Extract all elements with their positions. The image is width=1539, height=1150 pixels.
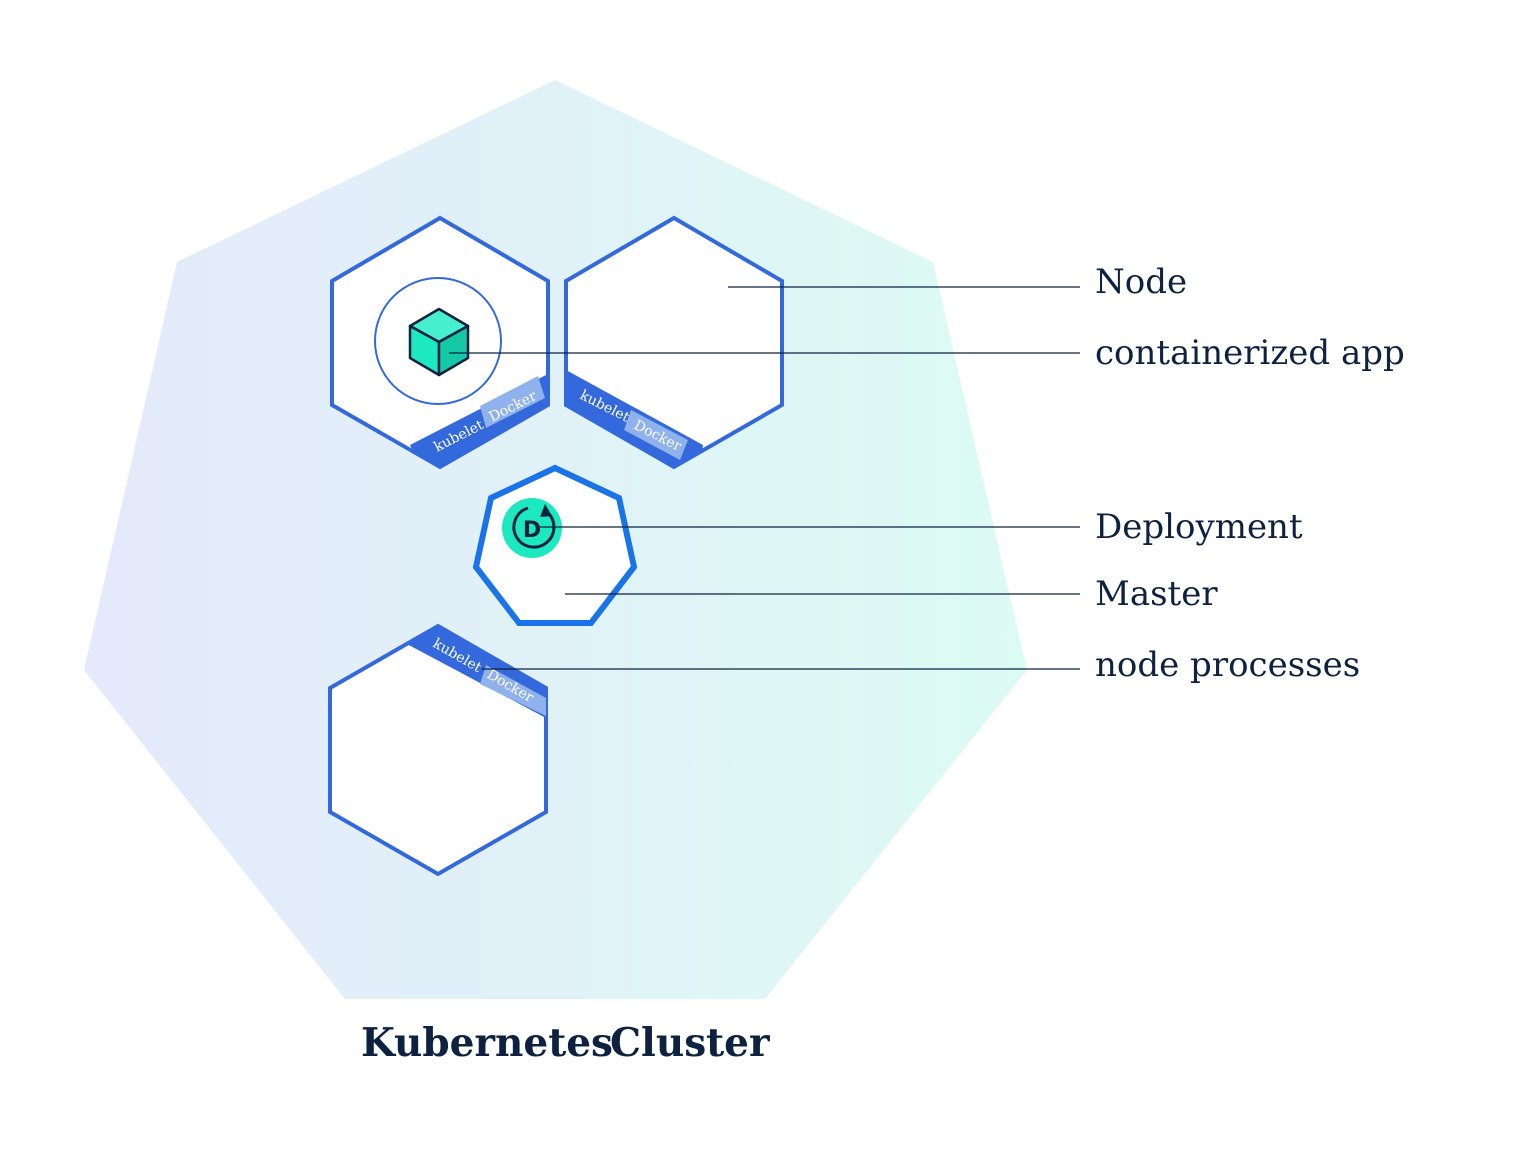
docker-runtime-chip xyxy=(480,376,545,428)
docker-runtime-chip xyxy=(480,665,546,716)
cluster-title-kubernetes: Kubernetes xyxy=(361,1020,613,1066)
deployment-badge-letter: D xyxy=(523,518,541,543)
node-empty-bottom: kubelet Docker xyxy=(328,623,548,877)
deployment-icon: D xyxy=(502,498,562,558)
callout-node-processes: node processes xyxy=(1095,645,1360,685)
node-process-band xyxy=(410,374,548,467)
callout-lines xyxy=(449,286,1080,670)
node-process-band xyxy=(405,626,546,718)
node-with-app: kubelet Docker xyxy=(330,215,550,470)
master: D xyxy=(472,464,638,626)
callout-deployment: Deployment xyxy=(1095,507,1303,547)
callout-node: Node xyxy=(1095,262,1187,302)
callout-containerized-app: containerized app xyxy=(1095,333,1405,373)
app-cube-icon xyxy=(408,307,470,377)
cluster-title-cluster: Cluster xyxy=(610,1020,770,1066)
docker-runtime-chip xyxy=(624,410,688,460)
callout-master: Master xyxy=(1095,574,1218,614)
node-empty-top: kubelet Docker xyxy=(564,215,784,470)
node-process-band xyxy=(566,370,703,467)
